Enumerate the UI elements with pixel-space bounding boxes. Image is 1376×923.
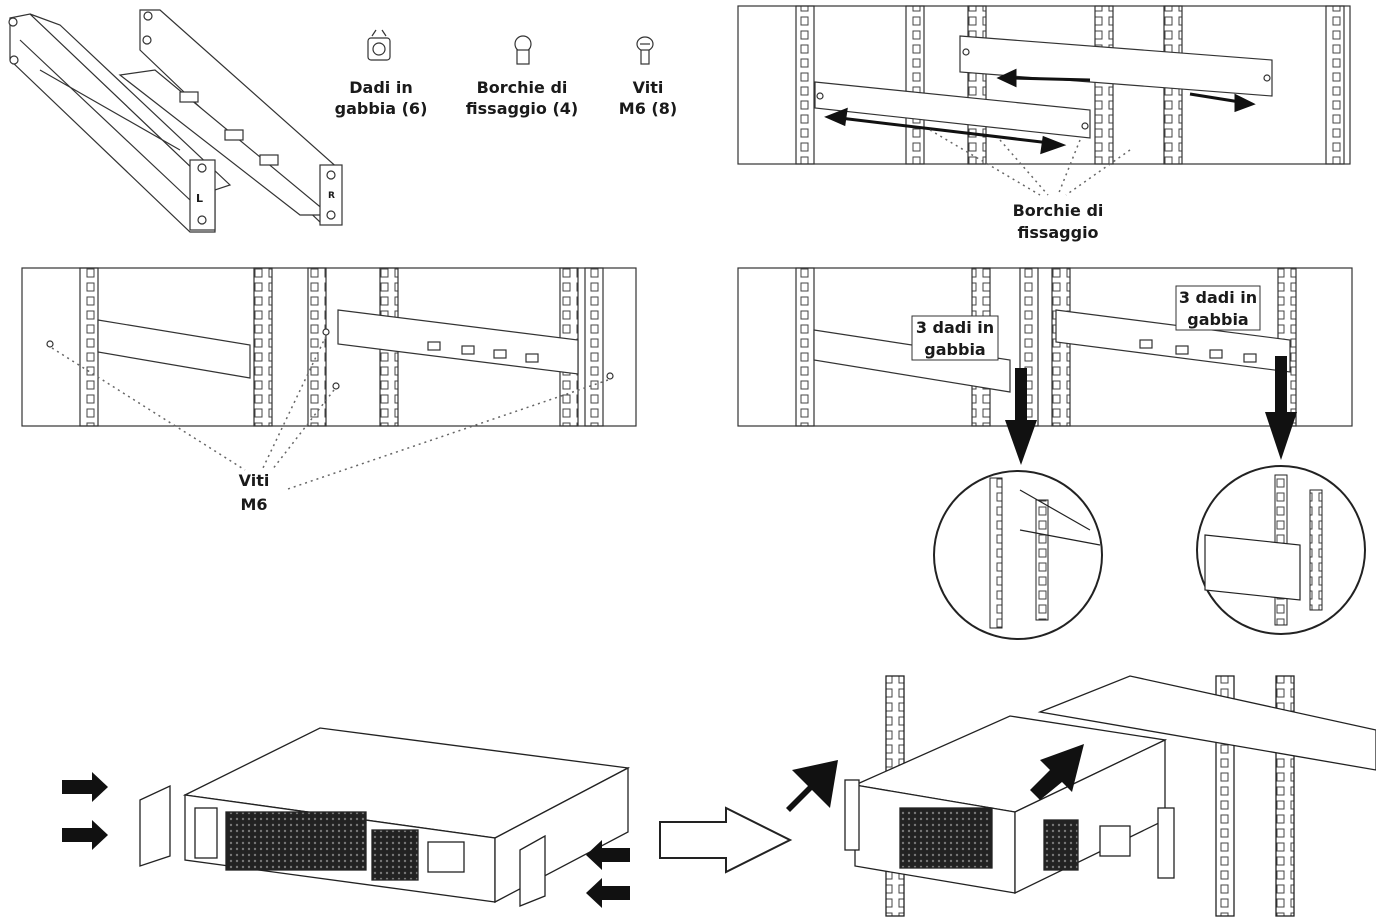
ups-bracket-panel [139,727,631,907]
screws-label-1: Viti [633,78,664,97]
rail-letter-l: L [196,192,203,205]
cage-nuts-label-2: gabbia (6) [335,99,428,118]
zoom-detail-left [933,470,1103,640]
fixing-studs-label-2: fissaggio (4) [466,99,578,118]
screw-rails-panel [21,267,637,427]
down-arrow-icon [1005,356,1297,465]
rail-studs-label-2: fissaggio [1017,223,1098,242]
cage-right-label-1: 3 dadi in [1179,288,1257,307]
screws-callout-2: M6 [240,495,267,514]
screws-callout-1: Viti [239,471,270,490]
fixing-stud-icon [514,35,532,65]
stud-leaders [929,129,1131,196]
zoom-detail-right [1196,465,1366,635]
cage-left-label-1: 3 dadi in [916,318,994,337]
screw-leaders [51,335,609,491]
rail-studs-label-1: Borchie di [1013,201,1104,220]
rail-letter-r: R [328,191,335,201]
insert-arrow-icon [786,744,1084,812]
cage-nut-icon [367,29,391,61]
push-arrow-icon [62,772,630,908]
cage-left-label-2: gabbia [924,340,985,359]
slide-arrows [824,68,1256,155]
fixing-studs-label-1: Borchie di [477,78,568,97]
cage-left-label-box [911,315,999,361]
next-step-arrow-icon [659,806,793,874]
cage-nuts-panel [737,267,1353,427]
cage-right-label-box [1175,285,1261,331]
rails-kit-illustration [8,9,343,233]
screws-label-2: M6 (8) [619,99,677,118]
cage-right-label-2: gabbia [1187,310,1248,329]
ups-rack-panel [844,675,1376,917]
screw-icon [636,36,654,65]
cage-nuts-label-1: Dadi in [349,78,412,97]
